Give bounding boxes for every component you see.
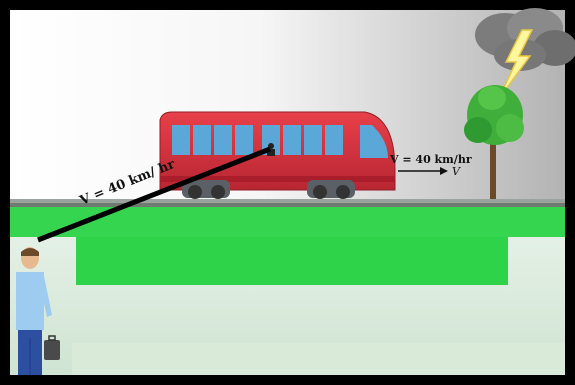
green-platform (76, 237, 508, 285)
lower-ground (72, 343, 565, 375)
bus (160, 112, 395, 199)
grass-strip (10, 207, 565, 237)
velocity-symbol: V (452, 165, 461, 178)
